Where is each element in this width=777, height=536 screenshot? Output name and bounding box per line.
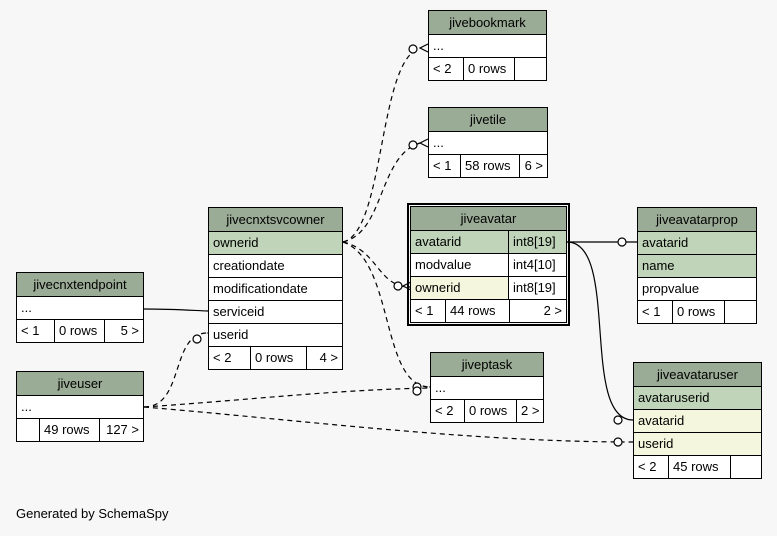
table-footer: 49 rows 127 > <box>17 419 143 441</box>
table-row: ... <box>17 396 143 419</box>
table-jivebookmark[interactable]: jivebookmark ... < 2 0 rows <box>428 10 547 81</box>
table-header[interactable]: jivecnxtsvcowner <box>209 208 342 232</box>
table-jiveptask[interactable]: jiveptask ... < 2 0 rows 2 > <box>430 352 544 423</box>
table-footer: < 2 0 rows 4 > <box>209 347 342 369</box>
table-header[interactable]: jiveavatarprop <box>638 208 756 232</box>
table-footer: < 2 45 rows <box>634 456 761 478</box>
generated-by-label: Generated by SchemaSpy <box>16 506 169 521</box>
edge-cnxtsvcowner-tile <box>342 142 421 243</box>
edge-cnxtsvcowner-bookmark <box>342 47 421 243</box>
table-footer: < 1 0 rows 5 > <box>17 320 143 342</box>
table-row: creationdate <box>209 255 342 278</box>
table-row: ownerid <box>209 232 342 255</box>
table-footer: < 1 58 rows 6 > <box>429 155 547 177</box>
table-header[interactable]: jiveuser <box>17 372 143 396</box>
edge-jiveuser-avataruser <box>143 406 634 443</box>
table-row: propvalue <box>638 278 756 301</box>
table-row: name <box>638 255 756 278</box>
table-jiveuser[interactable]: jiveuser ... 49 rows 127 > <box>16 371 144 442</box>
table-jivecnxtsvcowner[interactable]: jivecnxtsvcowner ownerid creationdate mo… <box>208 207 343 370</box>
table-row: avataruserid <box>634 387 761 410</box>
edge-jiveuser-ptask <box>143 387 431 408</box>
table-header[interactable]: jivecnxtendpoint <box>17 273 143 297</box>
table-row: avatarid <box>634 410 761 433</box>
table-row: serviceid <box>209 301 342 324</box>
edge-avatar-avataruser <box>566 241 634 421</box>
edge-cnxtsvcowner-ptask <box>342 241 431 388</box>
table-header[interactable]: jiveptask <box>431 353 543 377</box>
table-row: ... <box>429 132 547 155</box>
table-jiveavataruser[interactable]: jiveavataruser avataruserid avatarid use… <box>633 362 762 479</box>
table-row: ... <box>429 35 546 58</box>
edge-endpoint-serviceid <box>143 308 209 312</box>
table-row: ownerid int8[19] <box>411 277 566 300</box>
table-header[interactable]: jiveavatar <box>411 207 566 231</box>
table-row: userid <box>209 324 342 347</box>
table-footer: < 2 0 rows <box>429 58 546 80</box>
table-row: avatarid int8[19] <box>411 231 566 254</box>
table-header[interactable]: jiveavataruser <box>634 363 761 387</box>
table-jivecnxtendpoint[interactable]: jivecnxtendpoint ... < 1 0 rows 5 > <box>16 272 144 343</box>
table-row: modificationdate <box>209 278 342 301</box>
table-row: ... <box>431 377 543 400</box>
table-row: userid <box>634 433 761 456</box>
table-footer: < 2 0 rows 2 > <box>431 400 543 422</box>
edge-jiveuser-userid <box>143 332 209 408</box>
table-jiveavatarprop[interactable]: jiveavatarprop avatarid name propvalue <… <box>637 207 757 324</box>
table-jiveavatar[interactable]: jiveavatar avatarid int8[19] modvalue in… <box>407 203 570 326</box>
table-header[interactable]: jivebookmark <box>429 11 546 35</box>
table-header[interactable]: jivetile <box>429 108 547 132</box>
table-footer: < 1 0 rows <box>638 301 756 323</box>
table-jivetile[interactable]: jivetile ... < 1 58 rows 6 > <box>428 107 548 178</box>
table-row: avatarid <box>638 232 756 255</box>
table-row: modvalue int4[10] <box>411 254 566 277</box>
edge-cnxtsvcowner-avatar <box>342 241 411 288</box>
table-row: ... <box>17 297 143 320</box>
table-footer: < 1 44 rows 2 > <box>411 300 566 322</box>
